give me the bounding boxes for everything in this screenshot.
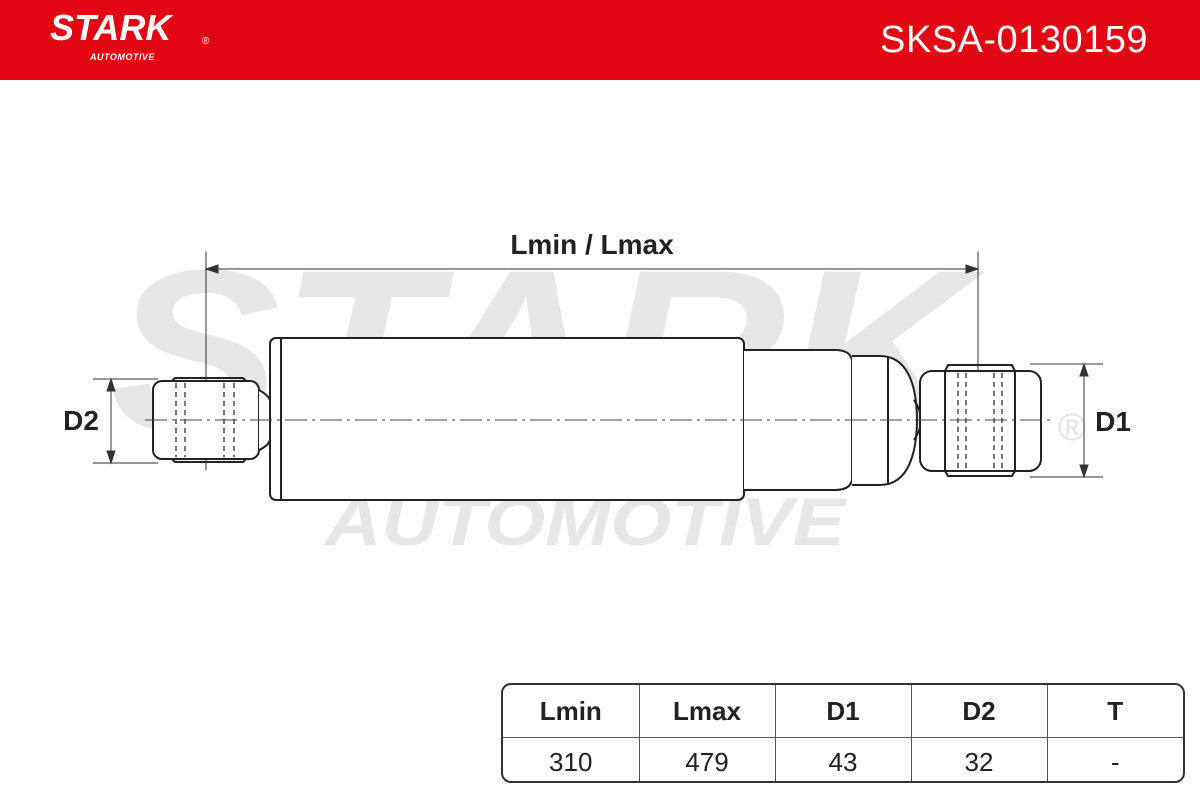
right-mount-eye xyxy=(919,364,1042,477)
spec-header-lmax: Lmax xyxy=(639,685,776,738)
spec-table-value-row: 310 479 43 32 - xyxy=(503,737,1183,781)
shock-absorber-drawing: STARK AUTOMOTIVE ® Lmin / Lmax D2 D1 xyxy=(63,222,1131,560)
header-bar: STARK ® AUTOMOTIVE SKSA-0130159 xyxy=(0,0,1200,80)
brand-name: STARK xyxy=(50,7,172,48)
spec-value-lmin: 310 xyxy=(503,737,640,781)
spec-value-t: - xyxy=(1110,746,1120,777)
spec-table-header-row: Lmin Lmax D1 D2 T xyxy=(503,685,1183,738)
main-cylinder xyxy=(269,337,745,501)
d1-dimension xyxy=(1030,362,1103,479)
spec-table: Lmin Lmax D1 D2 T 310 479 43 32 - xyxy=(501,683,1185,783)
length-label: Lmin / Lmax xyxy=(510,229,674,260)
d1-label: D1 xyxy=(1095,406,1131,437)
spec-header-d1: D1 xyxy=(775,685,912,738)
d2-label: D2 xyxy=(63,405,99,436)
watermark-registered-mark: ® xyxy=(1058,407,1086,449)
spec-value-lmax: 479 xyxy=(639,737,776,781)
spec-header-t: T xyxy=(1047,685,1183,738)
spec-header-lmin: Lmin xyxy=(503,685,640,738)
length-dimension xyxy=(204,252,980,470)
spec-header-d2: D2 xyxy=(911,685,1048,738)
part-number: SKSA-0130159 xyxy=(880,19,1148,61)
shock-absorber xyxy=(145,337,1050,501)
brand-subtitle: AUTOMOTIVE xyxy=(90,52,155,62)
brand-registered-mark: ® xyxy=(202,36,210,47)
spec-value-d2: 32 xyxy=(911,737,1048,781)
spec-value-d1: 43 xyxy=(775,737,912,781)
brand-logo: STARK ® AUTOMOTIVE xyxy=(50,7,209,63)
d2-dimension xyxy=(93,377,158,465)
